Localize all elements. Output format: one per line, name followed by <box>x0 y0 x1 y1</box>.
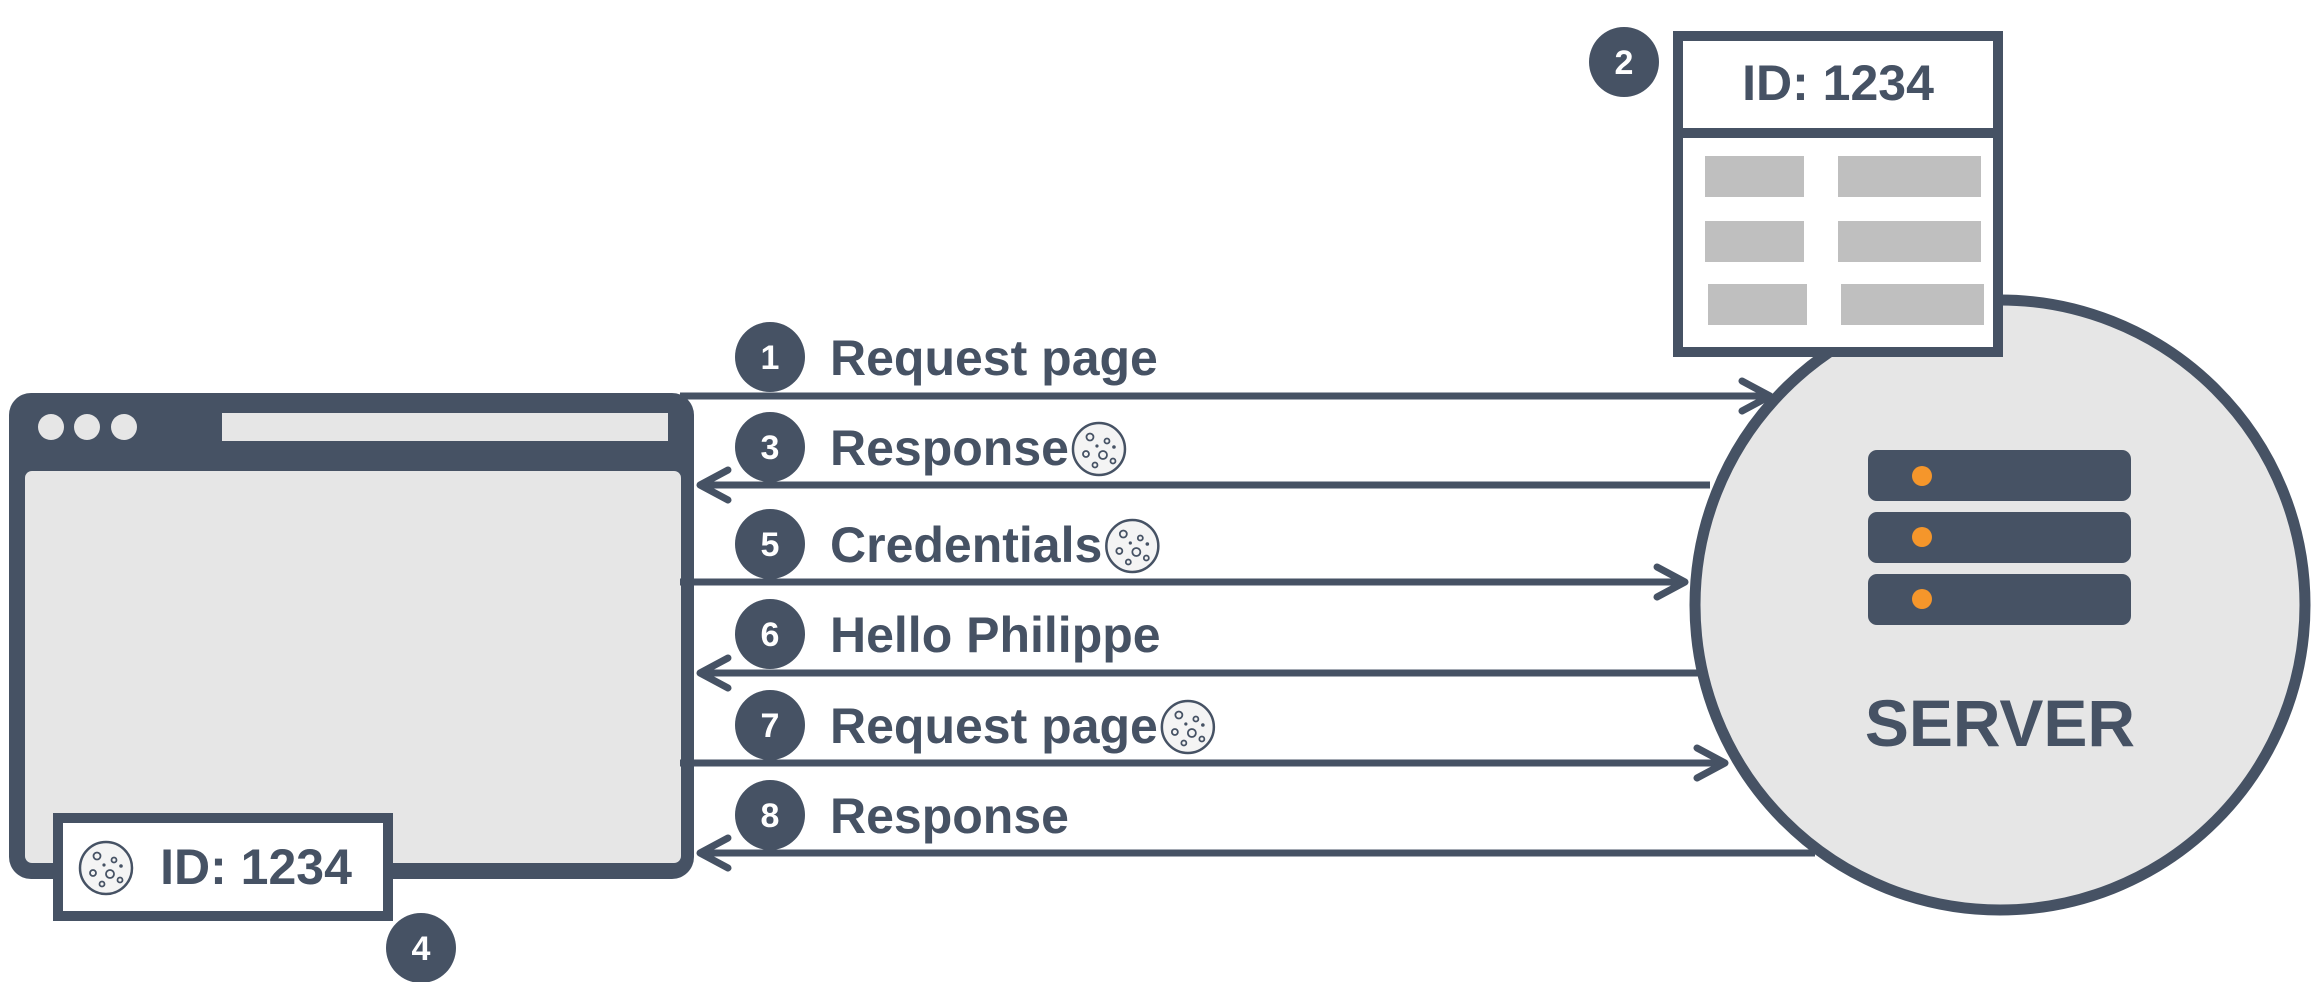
address-bar <box>222 413 668 441</box>
step-label: Hello Philippe <box>830 607 1161 663</box>
step-badge <box>735 780 805 850</box>
cookie-tag: ID: 1234 <box>53 813 393 921</box>
arrow-head-icon <box>1738 377 1774 415</box>
server-rack-icon <box>1868 450 2131 625</box>
step-number: 6 <box>761 616 780 654</box>
arrow-head-icon <box>1693 744 1729 782</box>
session-table: ID: 1234 <box>1673 31 2003 357</box>
step-number: 1 <box>761 339 780 377</box>
svg-text:2: 2 <box>1615 44 1634 82</box>
step-badge <box>735 509 805 579</box>
message-step-1: 1 Request page <box>680 322 1774 415</box>
table-cell-placeholder <box>1708 284 1807 325</box>
step-label: Request page <box>830 330 1158 386</box>
table-cell-placeholder <box>1705 221 1804 262</box>
message-step-7: 7 Request page <box>680 690 1729 782</box>
step-badge <box>735 412 805 482</box>
step-number: 8 <box>761 797 780 835</box>
message-step-6: 6 Hello Philippe <box>696 599 1700 692</box>
session-table-header: ID: 1234 <box>1742 55 1934 111</box>
step-badge <box>735 322 805 392</box>
step-number: 5 <box>761 526 780 564</box>
server-label: SERVER <box>1865 686 2135 760</box>
table-cell-placeholder <box>1841 284 1984 325</box>
step-label: Response <box>830 420 1069 476</box>
table-cell-placeholder <box>1838 221 1981 262</box>
step-label: Credentials <box>830 517 1102 573</box>
cookie-tag-text: ID: 1234 <box>160 839 352 895</box>
arrow-head-icon <box>696 466 732 504</box>
table-cell-placeholder <box>1838 156 1981 197</box>
cookie-icon <box>78 840 134 896</box>
step-badge-2: 2 <box>1589 27 1659 97</box>
arrow-head-icon <box>696 834 732 872</box>
step-number: 3 <box>761 429 780 467</box>
arrow-head-icon <box>696 654 732 692</box>
table-cell-placeholder <box>1705 156 1804 197</box>
cookie-icon <box>1071 421 1127 477</box>
step-badge <box>735 599 805 669</box>
arrow-head-icon <box>1653 563 1689 601</box>
three-dots-icon <box>38 414 137 440</box>
cookie-icon <box>1160 699 1216 755</box>
message-step-8: 8 Response <box>696 780 1815 872</box>
browser-window <box>9 393 694 879</box>
message-step-3: 3 Response <box>696 412 1710 504</box>
message-step-5: 5 Credentials <box>680 509 1689 601</box>
step-badge <box>735 690 805 760</box>
svg-text:4: 4 <box>412 930 431 968</box>
step-label: Response <box>830 788 1069 844</box>
step-label: Request page <box>830 698 1158 754</box>
step-badge-4: 4 <box>386 913 456 982</box>
cookie-icon <box>1105 518 1160 574</box>
step-number: 7 <box>761 707 780 745</box>
